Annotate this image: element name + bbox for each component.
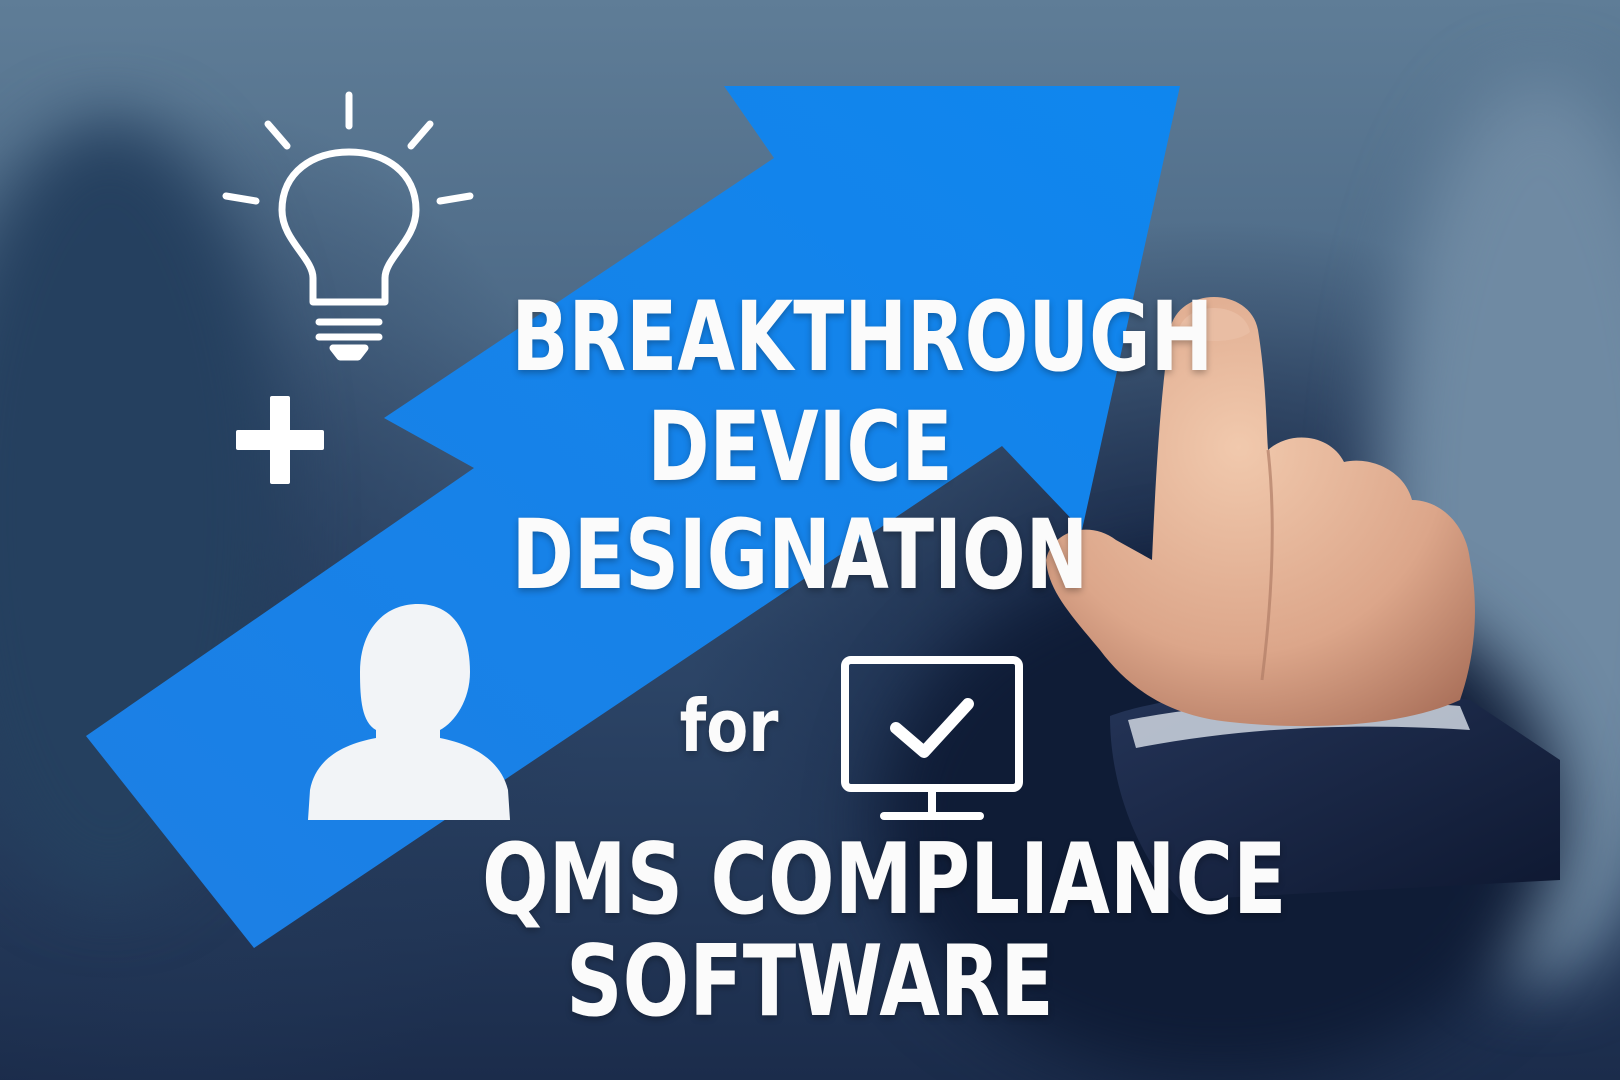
lightbulb-icon <box>222 91 474 361</box>
headline-line-2: DEVICE <box>647 391 953 503</box>
headline-line-1: BREAKTHROUGH <box>511 281 1214 393</box>
hand <box>1046 297 1475 727</box>
suit-sleeve <box>1110 689 1560 900</box>
arrow-up-graphic <box>86 86 1180 948</box>
monitor-check-icon <box>841 656 1023 820</box>
pointing-hand-photo <box>1046 297 1560 900</box>
connector-word: for <box>679 684 779 768</box>
finger-crease <box>1260 449 1274 681</box>
subheadline-line-2: SOFTWARE <box>566 925 1054 1039</box>
subheadline-line-1: QMS COMPLIANCE <box>482 823 1287 937</box>
headline-line-3: DESIGNATION <box>511 499 1089 611</box>
person-icon <box>308 604 510 820</box>
fingernail <box>1178 308 1250 341</box>
plus-icon <box>236 396 324 484</box>
